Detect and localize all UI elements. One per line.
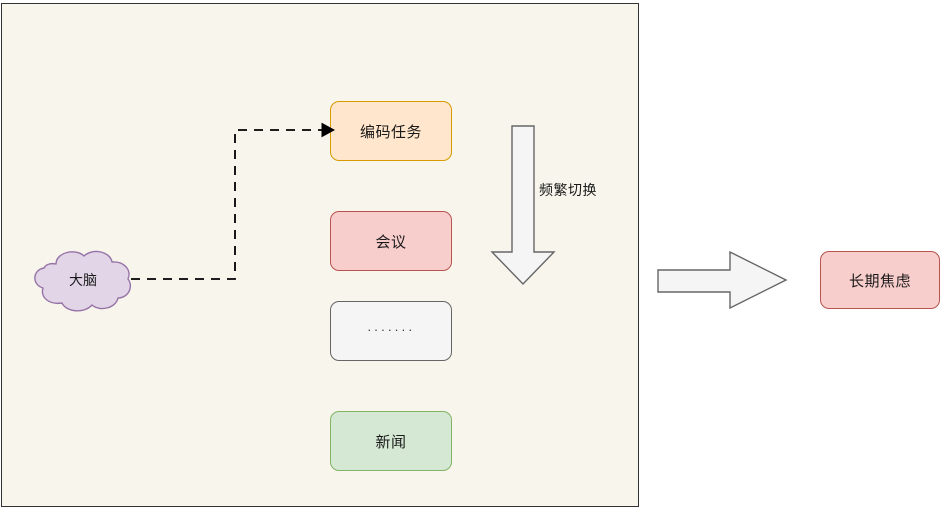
task-box-news-label: 新闻 — [375, 433, 407, 451]
cloud-icon — [34, 250, 132, 312]
switch-arrow-label: 频繁切换 — [539, 182, 597, 198]
cloud-brain[interactable]: 大脑 — [26, 244, 138, 316]
task-box-meeting[interactable]: 会议 — [330, 211, 452, 271]
cloud-brain-label: 大脑 — [69, 272, 97, 288]
task-box-coding-label: 编码任务 — [359, 123, 422, 141]
task-box-ellipsis[interactable]: ······· — [330, 301, 452, 361]
task-box-coding[interactable]: 编码任务 — [330, 101, 452, 161]
task-box-ellipsis-label: ······· — [367, 321, 415, 337]
outcome-box-anxiety[interactable]: 长期焦虑 — [820, 251, 940, 309]
outcome-box-anxiety-label: 长期焦虑 — [848, 272, 911, 290]
task-box-meeting-label: 会议 — [375, 233, 407, 251]
block-arrow-right — [657, 250, 788, 310]
task-box-news[interactable]: 新闻 — [330, 411, 452, 471]
